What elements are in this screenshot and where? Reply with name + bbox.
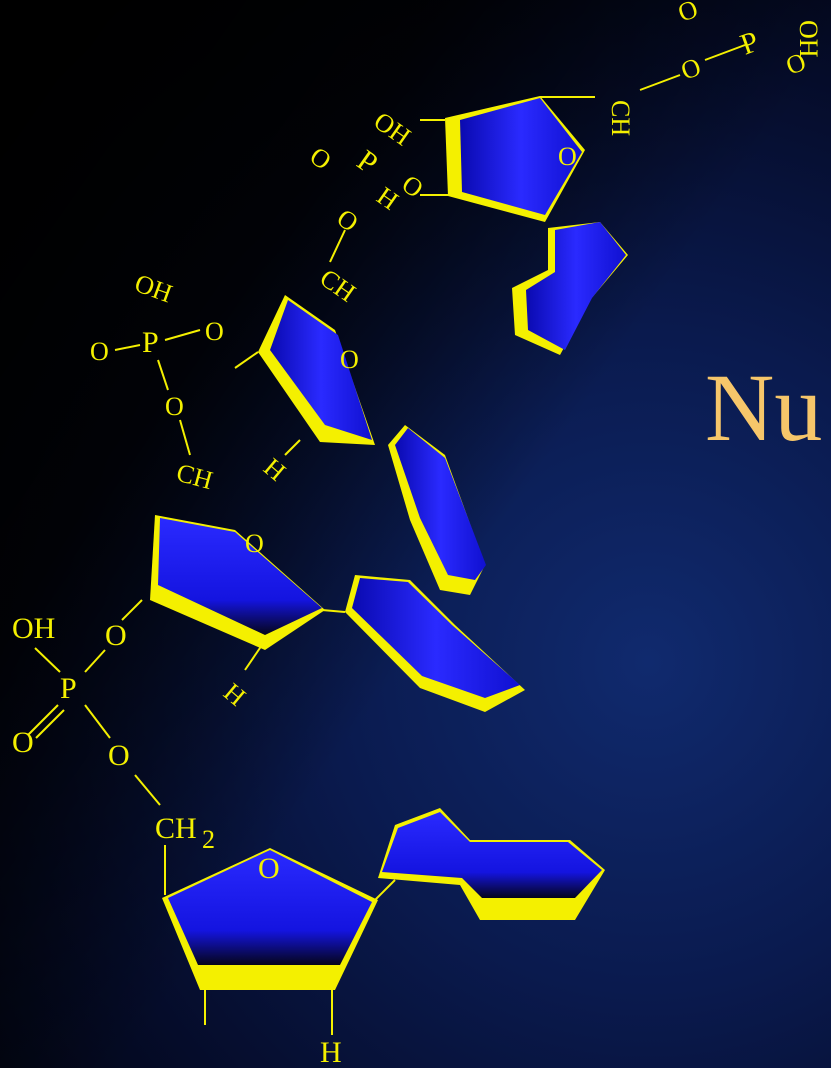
bond: [234, 351, 259, 369]
bond: [114, 344, 141, 351]
oxygen-3a: O: [90, 337, 109, 366]
ch2-3: CH: [173, 458, 216, 495]
bond: [704, 44, 746, 61]
oxygen-top-2: O: [674, 0, 702, 28]
phosphorus-4: P: [60, 672, 77, 705]
sugar-ring-top: [460, 98, 582, 215]
hydrogen-bottom: H: [320, 1036, 342, 1068]
bond: [374, 879, 396, 901]
bond: [157, 359, 169, 391]
ring-oxygen-4: O: [245, 529, 264, 558]
slide-title: Nu: [705, 354, 823, 461]
svg-text:CH: CH: [606, 100, 635, 136]
ch2-2: CH: [315, 263, 361, 308]
nucleotide-4: O H OH O P O O: [12, 515, 525, 806]
svg-text:OH: OH: [794, 20, 823, 58]
bond: [34, 647, 61, 673]
oxygen-2c: O: [332, 203, 364, 238]
oxygen-4a: O: [105, 619, 127, 652]
bond: [244, 644, 263, 671]
oh-4: OH: [12, 612, 55, 645]
base-bottom: [382, 812, 602, 898]
hydrogen-3: H: [258, 452, 291, 486]
bond: [84, 704, 111, 739]
bond: [35, 709, 65, 739]
hydrogen-4: H: [218, 677, 251, 711]
oh-3: OH: [131, 268, 176, 308]
bond: [639, 74, 681, 91]
phosphorus-3: P: [142, 326, 159, 359]
base-4: [352, 578, 520, 698]
bond: [164, 329, 201, 341]
phosphorus-2: P: [351, 144, 384, 181]
bond: [284, 439, 301, 456]
ring-oxygen-top: O: [558, 142, 577, 171]
base-3: [395, 428, 486, 580]
ch2-subscript: 2: [202, 825, 215, 854]
oxygen-4c: O: [108, 739, 130, 772]
bond: [329, 229, 346, 263]
ch2-bottom: CH: [155, 812, 197, 845]
sugar-ring-4: [158, 518, 322, 635]
oh-2: OH: [369, 106, 417, 151]
base-top: [526, 222, 626, 350]
ring-oxygen-bottom: O: [258, 852, 280, 885]
phosphate-2: OH O P O H O CH: [305, 106, 429, 308]
oxygen-3c: O: [165, 392, 184, 421]
oxygen-3b: O: [205, 317, 224, 346]
bond: [134, 774, 161, 806]
oxygen-4b: O: [12, 726, 34, 759]
nucleotide-bottom: CH 2 O H: [155, 808, 605, 1068]
oh-top: OH: [794, 20, 823, 58]
sugar-ring-bottom: [168, 850, 372, 965]
ring-oxygen-3: O: [340, 345, 359, 374]
bond: [84, 649, 106, 673]
nucleotide-3: O H OH O P O O CH: [90, 268, 486, 595]
oxygen-top-1: O: [677, 52, 705, 86]
bond: [321, 609, 346, 613]
hydrogen-2: H: [372, 181, 404, 216]
ch2-top: CH: [606, 100, 635, 136]
bond: [179, 419, 191, 456]
bond: [121, 599, 143, 621]
oxygen-2a: O: [305, 141, 337, 176]
phosphorus-top: P: [736, 25, 763, 62]
nucleotide-top: O CH O O P O OH: [420, 0, 823, 355]
bond: [27, 704, 59, 736]
oxygen-2b: O: [397, 169, 429, 204]
sugar-ring-3: [270, 300, 372, 440]
